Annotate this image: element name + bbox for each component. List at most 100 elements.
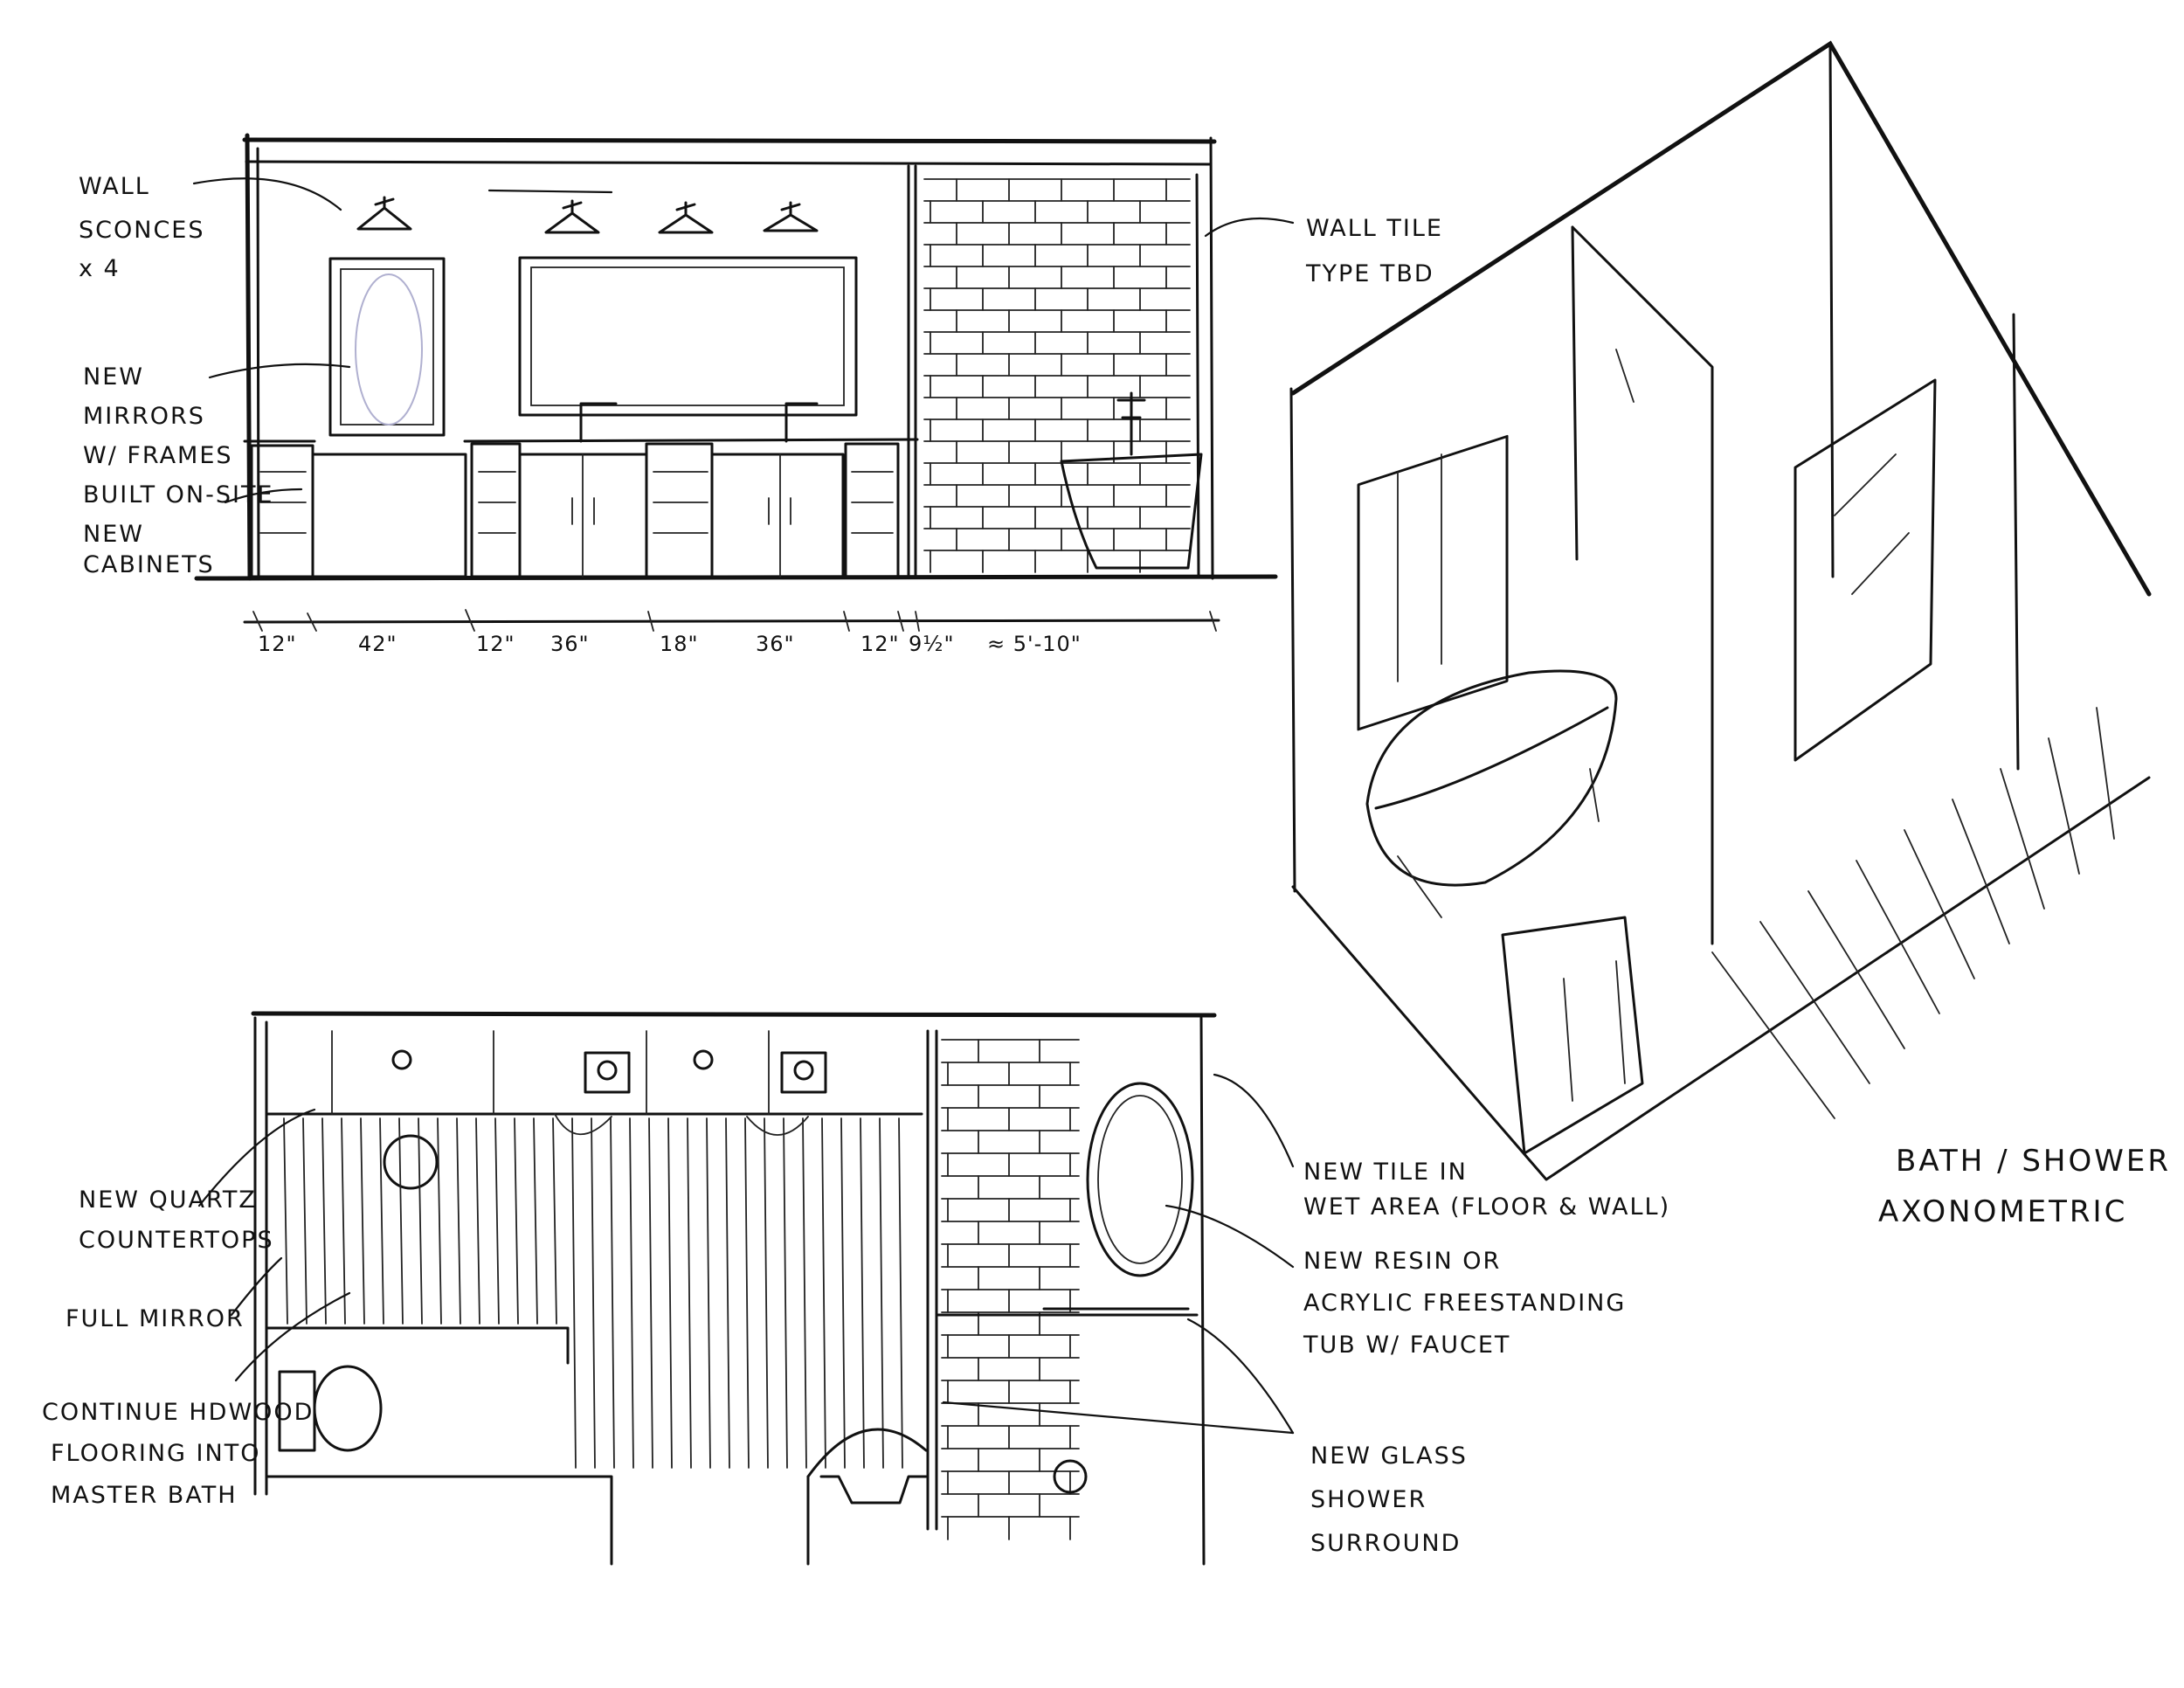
note-wall-tile-2: TYPE TBD	[1305, 260, 1434, 287]
floor-board	[533, 1117, 538, 1325]
note-new-mirrors-1: NEW	[83, 363, 144, 391]
floor-board	[437, 1117, 442, 1325]
note-glass-shower-3: SURROUND	[1310, 1530, 1461, 1557]
note-flooring-2: FLOORING INTO	[51, 1440, 260, 1467]
floor-board	[706, 1117, 711, 1469]
note-new-cabinets-1: NEW	[83, 521, 144, 548]
floor-board	[360, 1117, 365, 1325]
floor-board	[725, 1117, 730, 1469]
axo-floor-board	[2000, 768, 2045, 910]
bath-floor-plan	[251, 1011, 1217, 1566]
note-new-cabinets-2: CABINETS	[83, 551, 215, 578]
floor-board	[379, 1117, 384, 1325]
floor-board	[802, 1117, 807, 1469]
floor-board	[744, 1117, 750, 1469]
annotation-leaders	[192, 177, 1295, 1435]
floor-board	[418, 1117, 423, 1325]
floor-board	[840, 1117, 846, 1469]
floor-board	[898, 1117, 903, 1469]
note-glass-shower-2: SHOWER	[1310, 1486, 1427, 1513]
note-new-tile-1: NEW TILE IN	[1303, 1159, 1468, 1186]
floor-board	[610, 1117, 615, 1469]
dim-7: 12"	[860, 632, 900, 656]
axonometric-title-2: AXONOMETRIC	[1878, 1194, 2127, 1229]
note-tub-2: ACRYLIC FREESTANDING	[1303, 1290, 1626, 1317]
floor-board	[571, 1117, 577, 1469]
shower-tile-pattern	[941, 1039, 1080, 1540]
floor-board	[783, 1117, 788, 1469]
elevation-dimensions: 12" 42" 12" 36" 18" 36" 12" 9½" ≈ 5'-10"	[258, 632, 1082, 656]
axo-floor-board	[1904, 829, 1975, 979]
tub-elevation	[1060, 391, 1203, 570]
note-flooring-3: MASTER BATH	[51, 1482, 238, 1509]
axo-floor-board	[1807, 890, 1905, 1049]
vanity-elevation	[194, 133, 1278, 632]
note-new-mirrors-2: MIRRORS	[83, 403, 205, 430]
axo-floor-board	[1711, 951, 1835, 1119]
floor-board	[494, 1117, 500, 1325]
bath-shower-axonometric	[1289, 40, 2152, 1181]
note-new-mirrors-4: BUILT ON-SITE	[83, 481, 274, 508]
mirror-left	[328, 257, 446, 437]
dim-8: 9½"	[909, 632, 955, 656]
axonometric-floor-lines	[1711, 707, 2115, 1119]
floor-board	[648, 1117, 653, 1469]
axonometric-title: BATH / SHOWER AXONOMETRIC	[1878, 1144, 2171, 1229]
floor-board	[860, 1117, 865, 1469]
floor-board	[687, 1117, 692, 1469]
note-glass-shower-1: NEW GLASS	[1310, 1442, 1468, 1470]
note-tub-1: NEW RESIN OR	[1303, 1248, 1501, 1275]
mirror-large	[518, 256, 858, 417]
note-new-tile-2: WET AREA (FLOOR & WALL)	[1303, 1193, 1670, 1221]
note-wall-tile-1: WALL TILE	[1306, 215, 1443, 242]
axo-floor-board	[1856, 860, 1940, 1014]
note-quartz-2: COUNTERTOPS	[79, 1227, 274, 1254]
axonometric-title-1: BATH / SHOWER	[1896, 1144, 2171, 1179]
note-wall-sconces-3: x 4	[79, 255, 121, 282]
floor-board	[398, 1117, 404, 1325]
note-full-mirror: FULL MIRROR	[66, 1305, 245, 1332]
dim-5: 18"	[660, 632, 699, 656]
sconce-2	[544, 199, 600, 234]
dim-4: 36"	[550, 632, 590, 656]
floor-board	[283, 1117, 288, 1325]
elevation-dimension-line	[243, 609, 1220, 632]
floor-board	[456, 1117, 461, 1325]
dim-1: 12"	[258, 632, 297, 656]
note-flooring-1: CONTINUE HDWOOD	[42, 1399, 314, 1426]
hardwood-flooring	[283, 1117, 903, 1469]
floor-board	[879, 1117, 884, 1469]
note-wall-sconces-2: SCONCES	[79, 217, 205, 244]
note-new-mirrors-3: W/ FRAMES	[83, 442, 233, 469]
floor-board	[552, 1117, 557, 1325]
axo-floor-board	[2048, 737, 2080, 875]
note-quartz-1: NEW QUARTZ	[79, 1186, 257, 1214]
tub-axonometric	[1365, 669, 1618, 918]
dim-2: 42"	[358, 632, 397, 656]
wall-tile-pattern	[923, 178, 1191, 573]
axo-floor-board	[1952, 799, 2010, 944]
dim-6: 36"	[756, 632, 795, 656]
axo-floor-board	[1759, 921, 1870, 1084]
plan-notes: NEW QUARTZ COUNTERTOPS FULL MIRROR CONTI…	[42, 1159, 1670, 1557]
dim-9: ≈ 5'-10"	[987, 632, 1082, 656]
floor-board	[514, 1117, 519, 1325]
dim-3: 12"	[476, 632, 515, 656]
floor-board	[764, 1117, 769, 1469]
wall-sconces	[356, 196, 819, 234]
note-tub-3: TUB W/ FAUCET	[1303, 1332, 1510, 1359]
floor-board	[591, 1117, 596, 1469]
floor-board	[321, 1117, 327, 1325]
floor-board	[475, 1117, 480, 1325]
sconce-3	[658, 201, 714, 234]
floor-board	[667, 1117, 673, 1469]
elevation-notes: WALL SCONCES x 4 NEW MIRRORS W/ FRAMES B…	[79, 173, 1443, 578]
sconce-1	[356, 196, 412, 231]
floor-board	[341, 1117, 346, 1325]
axo-floor-board	[2096, 707, 2115, 840]
floor-board	[629, 1117, 634, 1469]
floor-board	[302, 1117, 308, 1325]
sconce-4	[763, 201, 819, 232]
floor-board	[821, 1117, 826, 1469]
